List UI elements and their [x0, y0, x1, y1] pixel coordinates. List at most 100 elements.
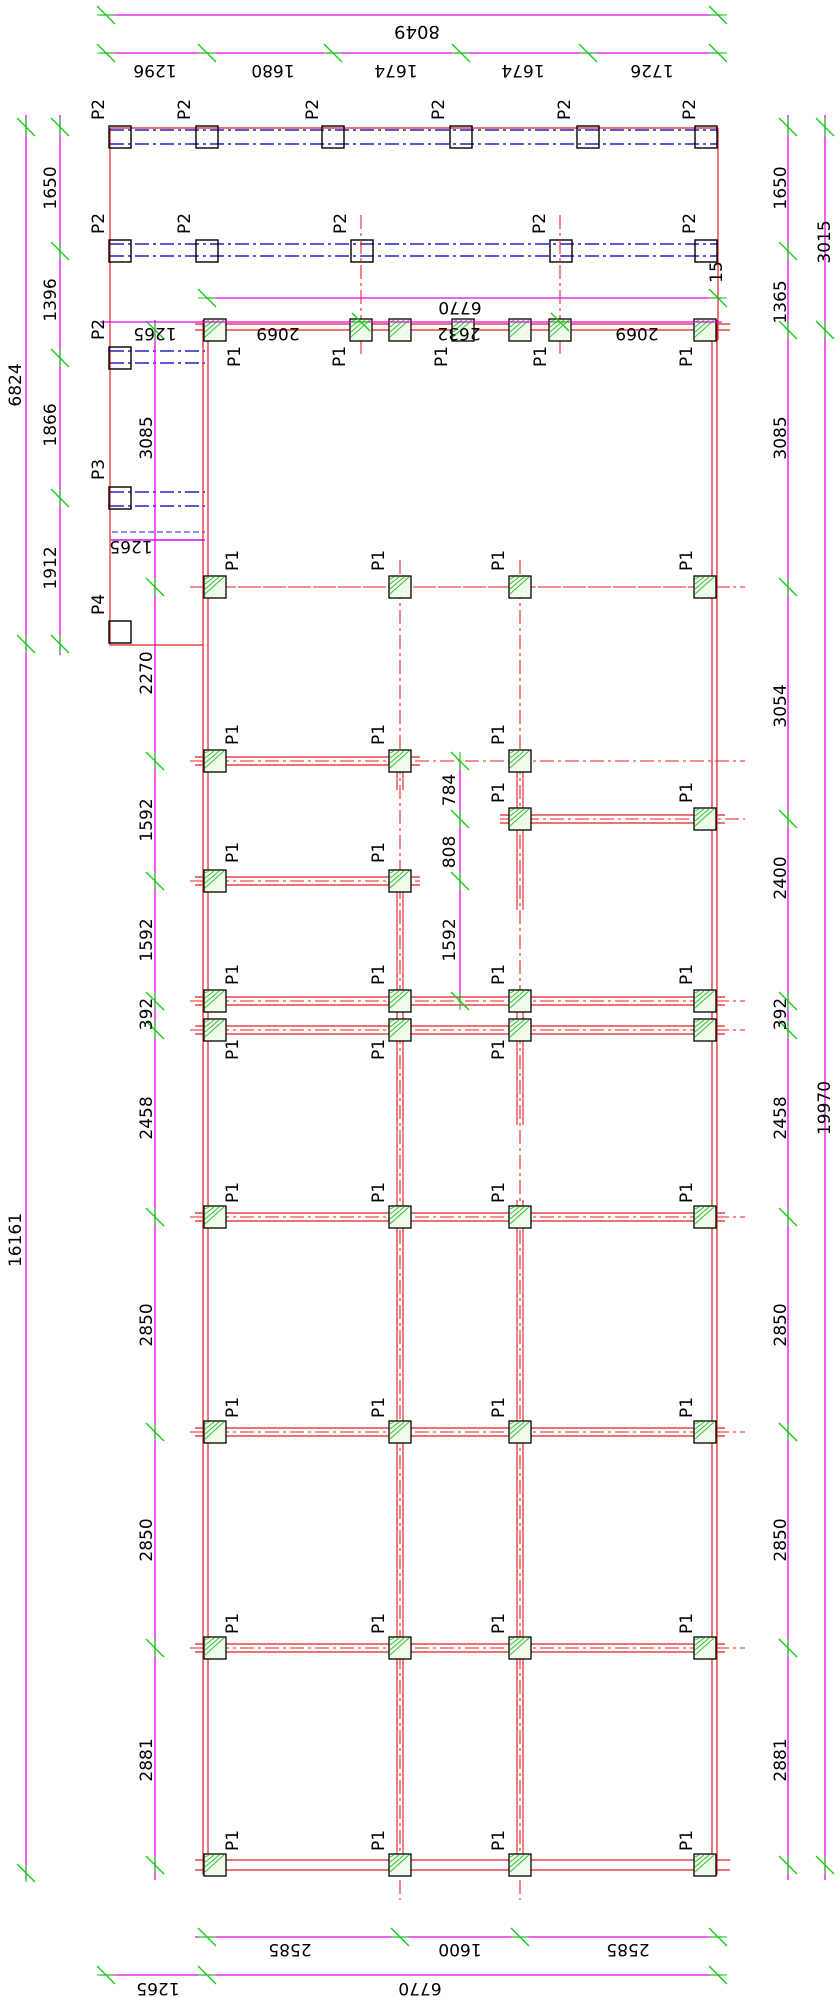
column-label-p2: P2 [175, 99, 195, 120]
column-hatch [389, 576, 395, 580]
left-upper-segment: 1396 [41, 278, 61, 321]
right-segment: 3085 [771, 416, 791, 459]
column-hatch [204, 1019, 225, 1038]
column-p1 [508, 807, 532, 831]
bottom-dimension-segment: 2585 [268, 1939, 311, 1959]
column-label-p1: P1 [223, 550, 243, 571]
column-label-p1: P1 [223, 1830, 243, 1851]
column-hatch [204, 1637, 215, 1646]
top-dimension-texts: 8049 1296 1680 1674 1674 1726 [133, 21, 673, 80]
column-hatch [694, 1854, 700, 1858]
column-hatch [389, 1854, 400, 1863]
column-hatch [509, 1421, 520, 1430]
column-hatch [509, 808, 520, 817]
column-label-p2: P2 [680, 213, 700, 234]
column-label-p1: P1 [489, 782, 509, 803]
column-hatch [204, 1854, 215, 1863]
existing-column [694, 125, 718, 149]
column-hatch [204, 1019, 220, 1033]
column-hatch [694, 990, 705, 999]
column-label-p2: P2 [680, 99, 700, 120]
column-hatch [509, 990, 515, 994]
column-hatch [389, 750, 400, 759]
existing-column [576, 125, 600, 149]
left-inner-segment: 1592 [137, 798, 157, 841]
column-hatch [509, 1637, 530, 1656]
column-label-p1: P1 [677, 964, 697, 985]
column-hatch [204, 750, 210, 754]
column-hatch [509, 750, 530, 769]
column-hatch [389, 1637, 400, 1646]
column-label-p1: P1 [489, 1613, 509, 1634]
column-hatch [204, 1206, 210, 1210]
right-segment: 2850 [771, 1303, 791, 1346]
column-hatch [389, 576, 410, 595]
column-hatch [509, 1206, 515, 1210]
column-p1 [693, 318, 717, 342]
columns-layer [203, 318, 717, 1877]
column-label-p1: P1 [531, 346, 551, 367]
column-p1 [203, 575, 227, 599]
column-hatch [389, 870, 395, 874]
column-p1 [508, 318, 532, 342]
column-hatch [389, 1206, 395, 1210]
column-hatch [389, 750, 395, 754]
column-hatch [389, 576, 405, 590]
column-p1 [349, 318, 373, 342]
column-hatch [389, 1854, 410, 1873]
column-hatch [509, 1854, 515, 1858]
column-hatch [509, 1421, 515, 1425]
column-p1 [693, 1853, 717, 1877]
column-p1 [203, 1018, 227, 1042]
column-hatch [549, 319, 560, 328]
column-hatch [204, 1854, 225, 1873]
column-hatch [509, 808, 525, 822]
column-p1 [693, 1018, 717, 1042]
column-hatch [694, 1637, 710, 1651]
column-hatch [389, 1206, 410, 1225]
column-p1 [451, 318, 475, 342]
column-hatch [509, 750, 520, 759]
dimension-lines-layer [16, 5, 835, 1985]
column-p1 [508, 749, 532, 773]
column-hatch [694, 576, 700, 580]
column-hatch [694, 1637, 715, 1656]
mid-dimension-segment: 2069 [256, 323, 299, 343]
right-dimension-texts: 1650 3015 1365 3085 3054 2400 392 2458 1… [771, 166, 835, 1781]
column-hatch [204, 1637, 225, 1656]
column-hatch [204, 319, 225, 338]
column-hatch [389, 1019, 410, 1038]
left-offset-3085: 3085 [137, 416, 157, 459]
column-label-p1: P1 [489, 1182, 509, 1203]
right-segment: 2850 [771, 1518, 791, 1561]
top-dimension-segment: 1674 [501, 60, 544, 80]
column-hatch [389, 1421, 410, 1440]
column-hatch [694, 1637, 705, 1646]
right-segment: 2881 [771, 1738, 791, 1781]
column-p1 [203, 318, 227, 342]
column-label-p4: P4 [89, 594, 109, 615]
mid-dimension-1265: 1265 [133, 323, 176, 343]
column-p1 [388, 989, 412, 1013]
column-label-p1: P1 [489, 1397, 509, 1418]
column-label-p1: P1 [677, 1613, 697, 1634]
column-hatch [389, 990, 405, 1004]
column-label-p1: P1 [677, 550, 697, 571]
column-hatch [509, 1206, 520, 1215]
right-segment: 2400 [771, 856, 791, 899]
column-hatch [509, 1206, 530, 1225]
right-segment: 3054 [771, 684, 791, 727]
column-label-p1: P1 [369, 964, 389, 985]
column-hatch [350, 319, 371, 338]
column-hatch [509, 576, 530, 595]
left-inner-segment: 2850 [137, 1518, 157, 1561]
left-upper-segment: 1866 [41, 403, 61, 446]
column-p1 [508, 575, 532, 599]
column-hatch [509, 990, 525, 1004]
column-hatch [204, 870, 215, 879]
column-p1 [508, 1636, 532, 1660]
column-hatch [204, 1421, 215, 1430]
column-p1 [508, 1018, 532, 1042]
column-hatch [452, 319, 463, 328]
existing-column [195, 125, 219, 149]
